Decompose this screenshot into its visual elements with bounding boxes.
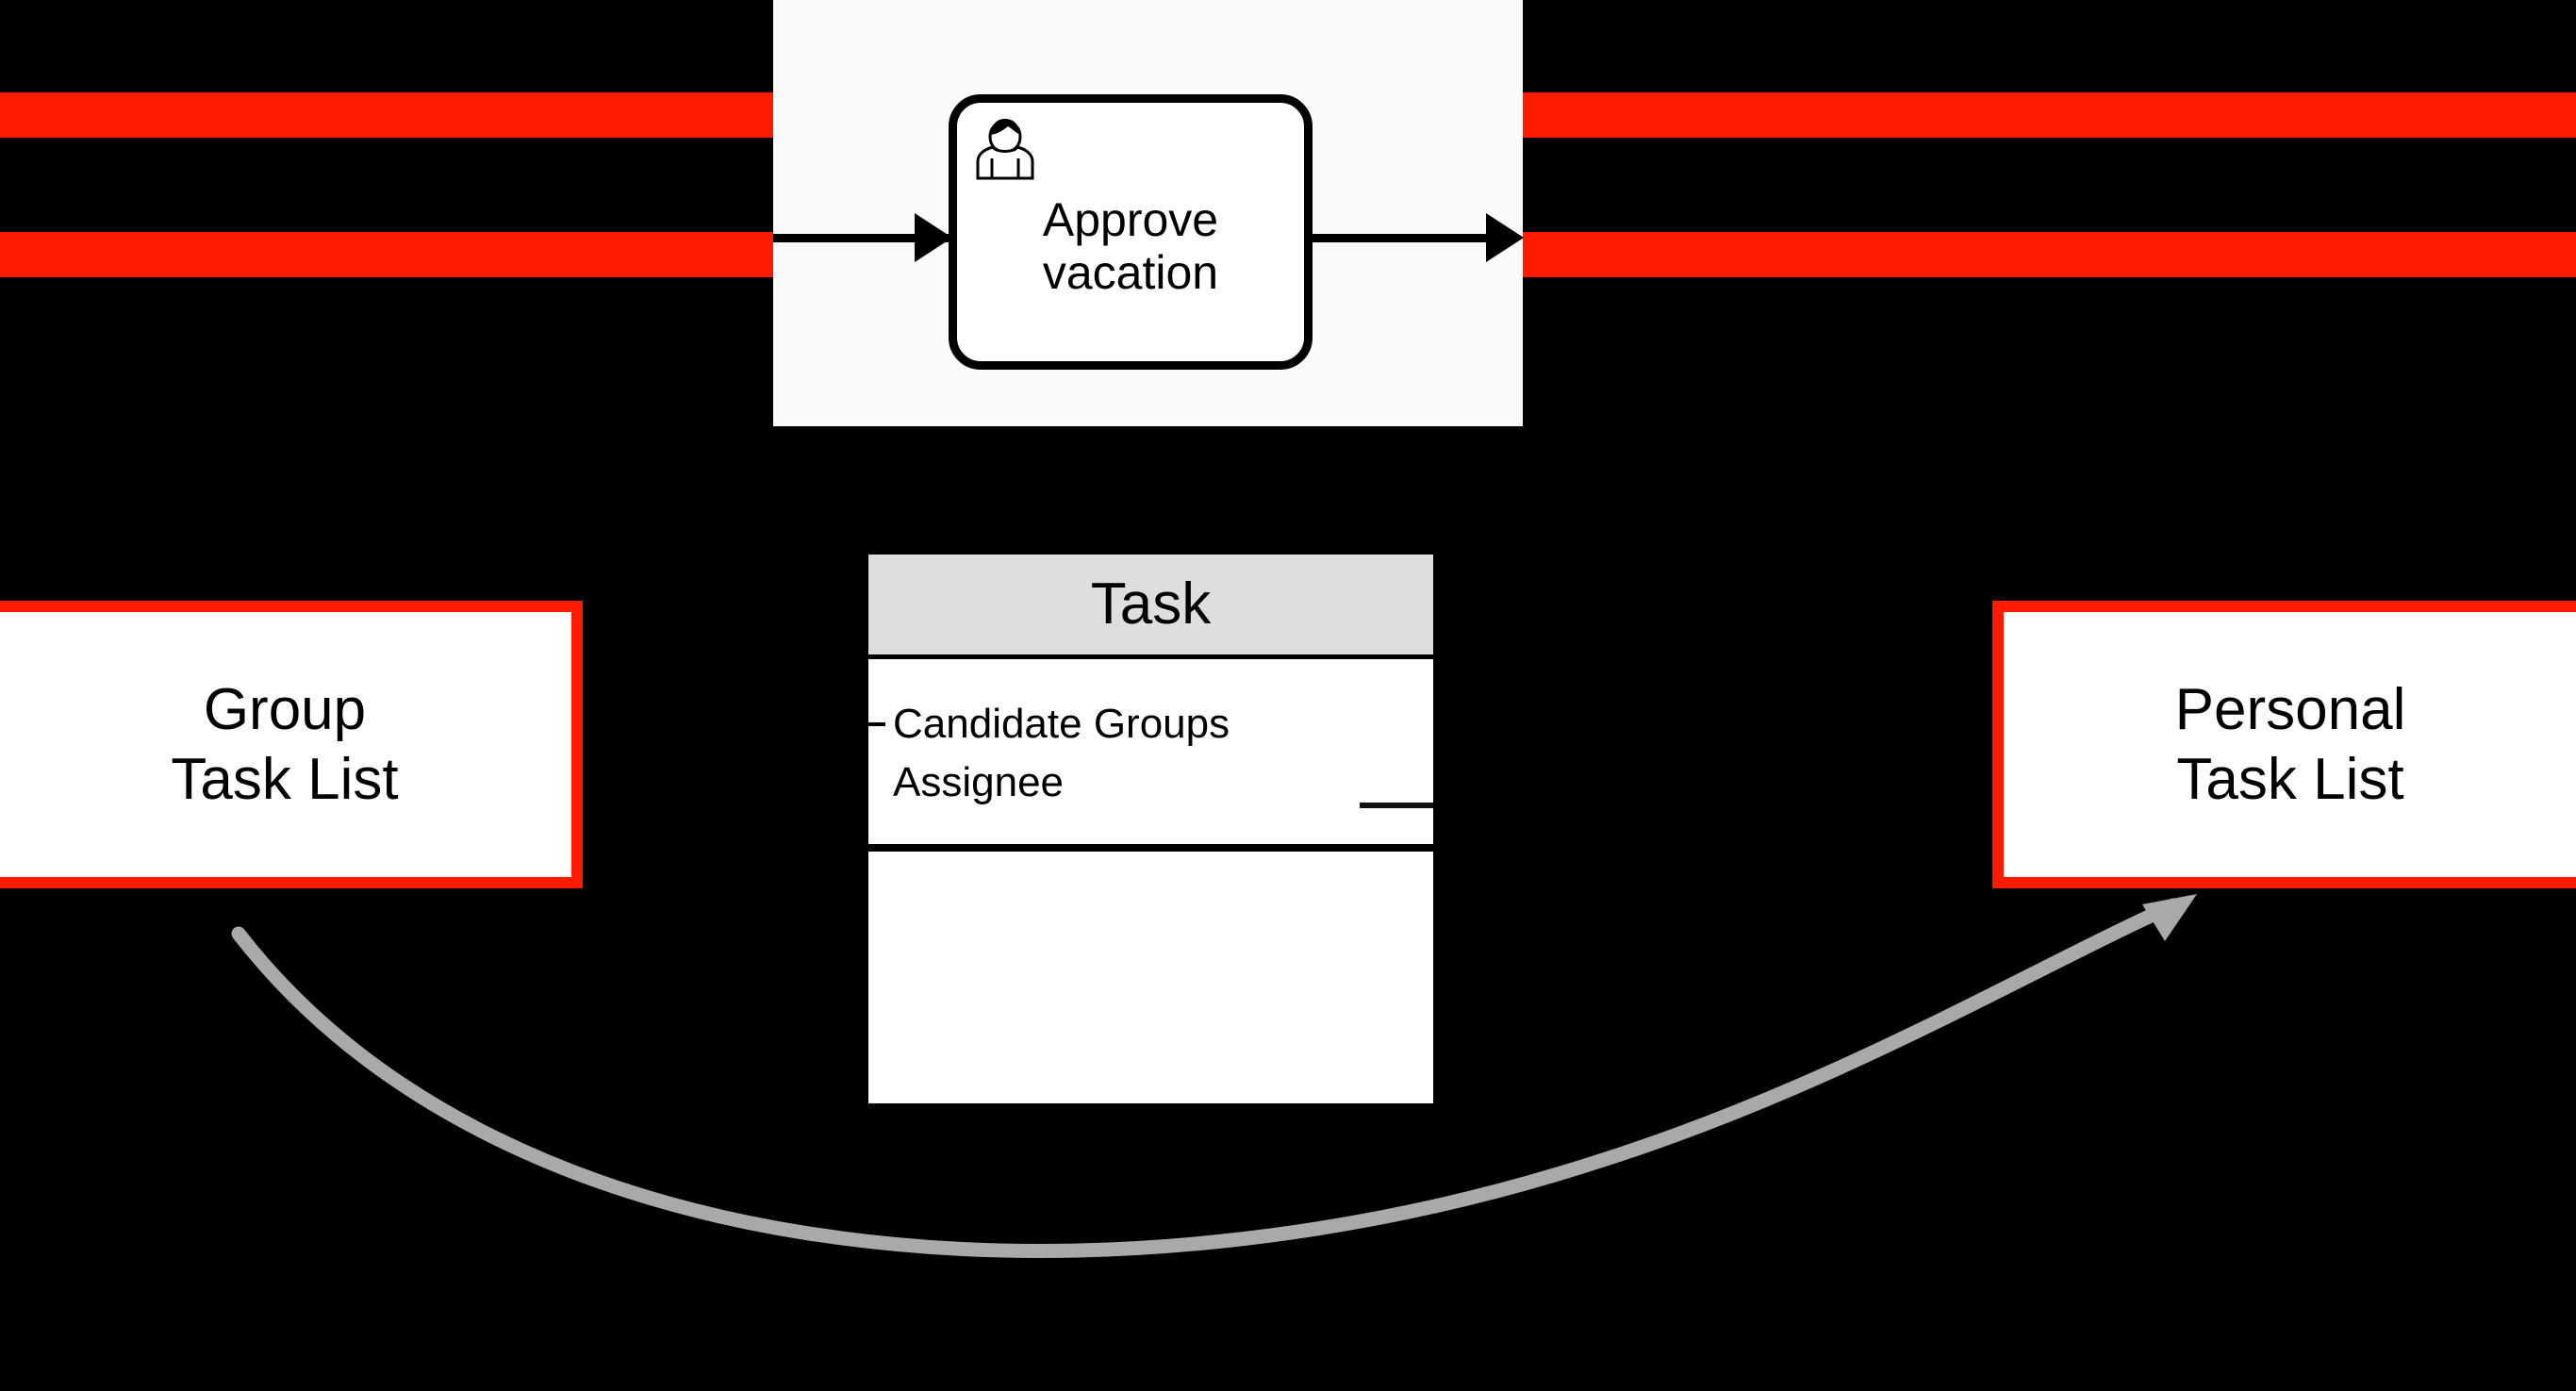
personal-task-list-label: Personal Task List	[2174, 676, 2406, 812]
bpmn-user-task-label: Approve vacation	[1042, 193, 1219, 299]
personal-task-list-box[interactable]: Personal Task List	[1992, 601, 2576, 888]
task-attribute-assignee: Assignee	[868, 753, 1433, 812]
attribute-connector-stub	[1360, 803, 1433, 808]
sequence-flow-in-arrowhead	[915, 213, 952, 262]
task-attribute-candidate-groups: Candidate Groups	[865, 695, 1433, 753]
task-attribute-label: Assignee	[893, 759, 1065, 805]
sequence-flow-in-line	[773, 234, 954, 242]
task-class-attributes: Candidate Groups Assignee	[865, 659, 1433, 852]
task-class-header: Task	[868, 555, 1433, 659]
sequence-flow-out-arrowhead	[1486, 213, 1524, 262]
sequence-flow-out-line	[1313, 234, 1488, 242]
task-class-operations	[868, 852, 1433, 1102]
task-attribute-label: Candidate Groups	[893, 701, 1230, 747]
bpmn-fragment-container: Approve vacation	[773, 0, 1524, 426]
bpmn-user-task[interactable]: Approve vacation	[949, 94, 1313, 370]
user-icon	[970, 114, 1040, 184]
task-class-title: Task	[1090, 571, 1212, 637]
task-class-box[interactable]: Task Candidate Groups Assignee	[864, 550, 1438, 1108]
group-task-list-label: Group Task List	[171, 676, 399, 812]
group-task-list-box[interactable]: Group Task List	[0, 601, 583, 888]
visibility-minus-icon	[865, 722, 885, 726]
